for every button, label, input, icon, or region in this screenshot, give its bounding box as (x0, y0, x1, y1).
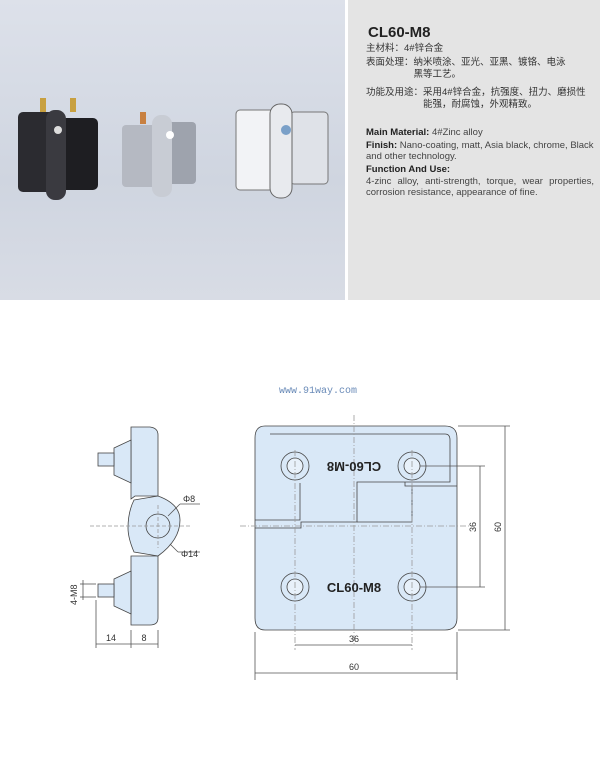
black-hinge (18, 98, 98, 200)
value: 纳米喷涂、亚光、亚黑、镀铬、电泳黑等工艺。 (413, 57, 566, 80)
plate-text-bottom: CL60-M8 (327, 580, 381, 595)
dim-hole-y: 36 (468, 522, 478, 532)
silver-hinge (122, 112, 196, 197)
spec-panel: CL60-M8 主材料：4#锌合金 表面处理：纳米喷涂、亚光、亚黑、镀铬、电泳黑… (348, 0, 600, 300)
hinge-photos (18, 98, 329, 200)
dim-hole-x: 36 (349, 634, 359, 644)
cn-function: 功能及用途：采用4#锌合金，抗强度、扭力、磨损性能强，耐腐蚀，外观精致。 (366, 87, 591, 111)
value: 4#锌合金 (404, 43, 444, 54)
dim-phi14: Φ14 (181, 549, 198, 559)
en-material: Main Material: 4#Zinc alloy (366, 127, 594, 138)
side-view (80, 426, 200, 648)
chrome-hinge (235, 103, 329, 199)
dim-phi8: Φ8 (183, 494, 195, 504)
label: Main Material: (366, 127, 430, 138)
dim-width: 60 (349, 662, 359, 672)
cn-finish: 表面处理：纳米喷涂、亚光、亚黑、镀铬、电泳黑等工艺。 (366, 57, 566, 81)
dim-14: 14 (106, 633, 116, 643)
product-photo (0, 0, 345, 300)
watermark: www.91way.com (279, 386, 357, 397)
front-view (240, 415, 510, 680)
en-function-value: 4-zinc alloy, anti-strength, torque, wea… (366, 176, 594, 198)
value: 4#Zinc alloy (432, 127, 483, 138)
en-finish: Finish: Nano-coating, matt, Asia black, … (366, 140, 594, 162)
dim-height: 60 (493, 522, 503, 532)
label: Finish: (366, 140, 398, 151)
label: 表面处理： (366, 57, 414, 68)
cn-material: 主材料：4#锌合金 (366, 43, 443, 55)
label: Function And Use: (366, 164, 451, 175)
en-function-label: Function And Use: (366, 164, 594, 175)
model-title: CL60-M8 (368, 24, 431, 41)
label: 功能及用途： (366, 87, 424, 98)
dim-thread: 4-M8 (69, 584, 79, 605)
value: 采用4#锌合金，抗强度、扭力、磨损性能强，耐腐蚀，外观精致。 (423, 87, 586, 110)
value: Nano-coating, matt, Asia black, chrome, … (366, 140, 594, 162)
label: 主材料： (366, 43, 405, 54)
technical-drawing: www.91way.com 14 8 Φ8 Φ14 4-M8 CL60-M8 C… (69, 386, 510, 680)
plate-text-top: CL60-M8 (327, 459, 381, 474)
dim-8: 8 (141, 633, 146, 643)
